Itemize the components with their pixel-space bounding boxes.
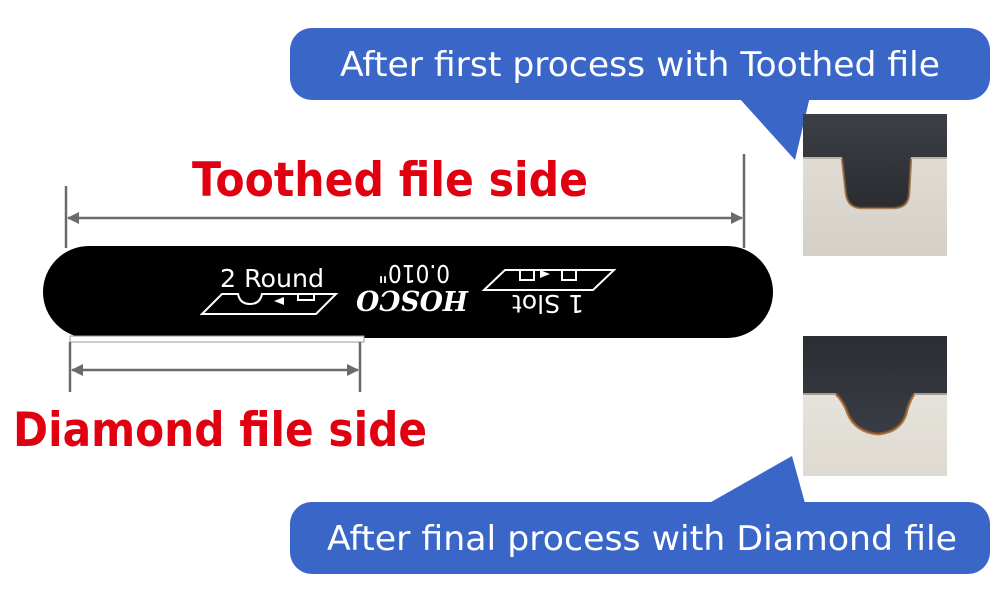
diamond-side-dimension — [68, 342, 362, 392]
round-notch-profile-icon — [199, 293, 339, 315]
file-marking-slot: 1 Slot — [512, 289, 584, 318]
top-callout: After first process with Toothed file — [290, 28, 990, 160]
file-body: 2 Round 0.010" HOSCO 1 Slot — [43, 246, 773, 343]
file-marking-brand: HOSCO — [356, 284, 469, 315]
file-marking-round: 2 Round — [220, 264, 324, 293]
toothed-side-label: Toothed file side — [192, 153, 588, 208]
bottom-callout-tail — [690, 456, 808, 514]
top-callout-text: After first process with Toothed file — [340, 45, 940, 85]
diamond-side-label: Diamond file side — [13, 403, 427, 458]
bottom-callout-bubble — [290, 502, 990, 574]
toothed-side-dimension — [64, 154, 746, 248]
file-marking-gauge: 0.010" — [378, 259, 450, 288]
diamond-section-outline — [69, 335, 365, 343]
bottom-callout: After final process with Diamond file — [290, 456, 990, 574]
top-callout-tail — [730, 88, 812, 160]
diamond-result-photo — [803, 336, 947, 476]
square-slot-profile-icon — [481, 269, 617, 291]
toothed-result-photo — [803, 114, 947, 256]
bottom-callout-text: After final process with Diamond file — [327, 519, 957, 559]
top-callout-bubble — [290, 28, 990, 100]
